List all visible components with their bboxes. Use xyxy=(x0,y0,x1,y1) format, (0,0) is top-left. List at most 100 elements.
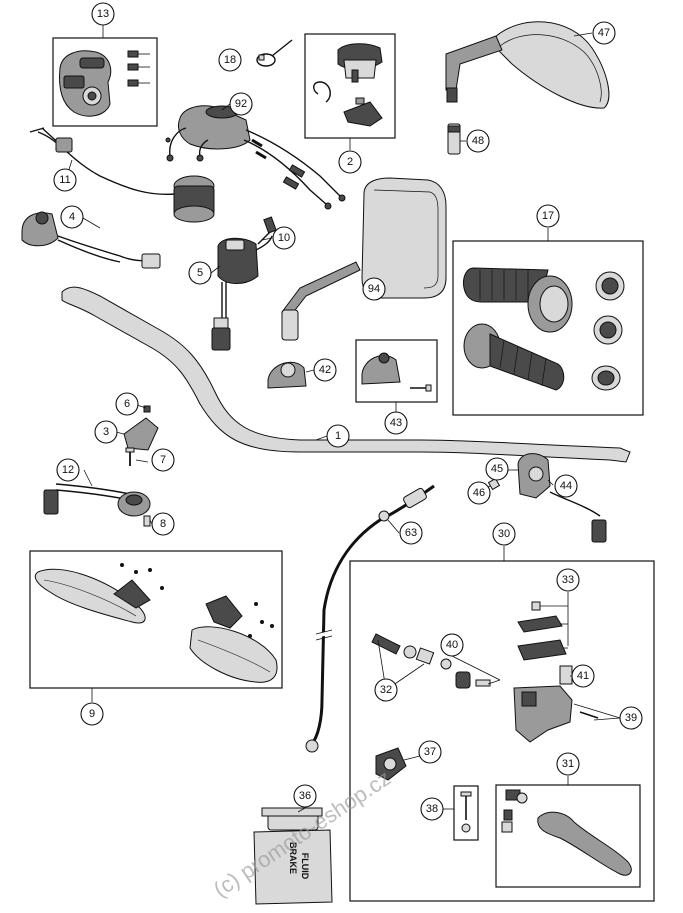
callout-label: 48 xyxy=(472,135,484,147)
plate-3 xyxy=(123,405,159,466)
callout-1: 1 xyxy=(326,424,350,448)
callout-44: 44 xyxy=(554,474,578,498)
callout-48: 48 xyxy=(466,129,490,153)
callout-47: 47 xyxy=(592,21,616,45)
callout-label: 63 xyxy=(405,527,417,539)
callout-42: 42 xyxy=(313,358,337,382)
group-box-9 xyxy=(29,550,283,689)
callout-label: 43 xyxy=(390,417,402,429)
throttle-cover-2 xyxy=(313,43,383,127)
callout-label: 94 xyxy=(368,283,380,295)
callout-3: 3 xyxy=(94,420,118,444)
callout-label: 31 xyxy=(562,758,574,770)
callout-18: 18 xyxy=(218,48,242,72)
bottle-label-line2: FLUID xyxy=(300,853,310,880)
callout-label: 46 xyxy=(473,487,485,499)
callout-17: 17 xyxy=(536,204,560,228)
callout-94: 94 xyxy=(362,277,386,301)
group-box-30 xyxy=(349,560,655,902)
callout-label: 42 xyxy=(319,364,331,376)
callout-7: 7 xyxy=(151,448,175,472)
connector-10 xyxy=(257,216,277,245)
callout-label: 5 xyxy=(197,267,203,279)
switch-housing-13 xyxy=(59,50,150,117)
clamp-44 xyxy=(487,453,607,543)
callout-label: 44 xyxy=(560,480,572,492)
callout-label: 17 xyxy=(542,210,554,222)
callout-label: 7 xyxy=(160,454,166,466)
callout-label: 4 xyxy=(69,211,75,223)
start-switch-5 xyxy=(211,235,273,351)
callout-33: 33 xyxy=(556,568,580,592)
grips-17 xyxy=(463,267,625,391)
callout-40: 40 xyxy=(440,633,464,657)
hand-guards-9 xyxy=(34,563,278,683)
master-cylinder-30 xyxy=(371,601,632,876)
callout-label: 41 xyxy=(577,670,589,682)
callout-32: 32 xyxy=(374,678,398,702)
mirror-94 xyxy=(281,177,447,341)
callout-label: 1 xyxy=(335,430,341,442)
bar-clamp-42 xyxy=(267,361,307,389)
callout-label: 40 xyxy=(446,639,458,651)
callout-label: 11 xyxy=(59,174,70,186)
callout-label: 2 xyxy=(347,156,353,168)
callout-2: 2 xyxy=(338,150,362,174)
callout-8: 8 xyxy=(151,512,175,536)
mirror-adapter-48 xyxy=(447,123,461,155)
callout-38: 38 xyxy=(420,797,444,821)
callout-45: 45 xyxy=(485,457,509,481)
throttle-housing-92 xyxy=(165,105,346,210)
callout-label: 30 xyxy=(498,528,510,540)
callout-39: 39 xyxy=(619,706,643,730)
callout-label: 37 xyxy=(424,746,436,758)
callout-label: 32 xyxy=(380,684,392,696)
handlebar xyxy=(61,286,631,463)
switch-12 xyxy=(43,483,151,527)
callout-6: 6 xyxy=(115,392,139,416)
callout-12: 12 xyxy=(56,458,80,482)
callout-13: 13 xyxy=(91,2,115,26)
callout-92: 92 xyxy=(229,92,253,116)
callout-label: 3 xyxy=(103,426,109,438)
switch-4 xyxy=(21,211,161,269)
callout-label: 13 xyxy=(97,8,109,20)
kill-switch-11 xyxy=(29,127,215,223)
callout-30: 30 xyxy=(492,522,516,546)
cable-tie-18 xyxy=(256,39,293,67)
callout-label: 33 xyxy=(562,574,574,586)
clamp-43 xyxy=(361,352,432,392)
group-box-43 xyxy=(355,339,438,403)
callout-label: 47 xyxy=(598,27,610,39)
callout-label: 18 xyxy=(224,54,236,66)
leader-lines xyxy=(64,24,621,813)
callout-5: 5 xyxy=(188,261,212,285)
callout-label: 36 xyxy=(299,790,311,802)
callout-41: 41 xyxy=(571,664,595,688)
mirror-47 xyxy=(445,21,610,109)
brake-fluid-bottle-36: BRAKE FLUID xyxy=(253,807,333,905)
callout-9: 9 xyxy=(80,702,104,726)
callout-label: 38 xyxy=(426,803,438,815)
callout-36: 36 xyxy=(293,784,317,808)
callout-63: 63 xyxy=(399,521,423,545)
callout-label: 45 xyxy=(491,463,503,475)
callout-37: 37 xyxy=(418,740,442,764)
callout-4: 4 xyxy=(60,205,84,229)
callout-11: 11 xyxy=(53,168,77,192)
callout-31: 31 xyxy=(556,752,580,776)
bottle-label-line1: BRAKE xyxy=(288,842,298,874)
group-box-13 xyxy=(52,37,158,127)
callout-46: 46 xyxy=(467,481,491,505)
callout-label: 8 xyxy=(160,518,166,530)
callout-43: 43 xyxy=(384,411,408,435)
callout-label: 10 xyxy=(278,232,290,244)
callout-label: 92 xyxy=(235,98,247,110)
callout-10: 10 xyxy=(272,226,296,250)
callout-label: 39 xyxy=(625,712,637,724)
callout-label: 6 xyxy=(124,398,130,410)
brake-line-63 xyxy=(305,484,435,753)
callout-label: 9 xyxy=(89,708,95,720)
callout-label: 12 xyxy=(62,464,74,476)
